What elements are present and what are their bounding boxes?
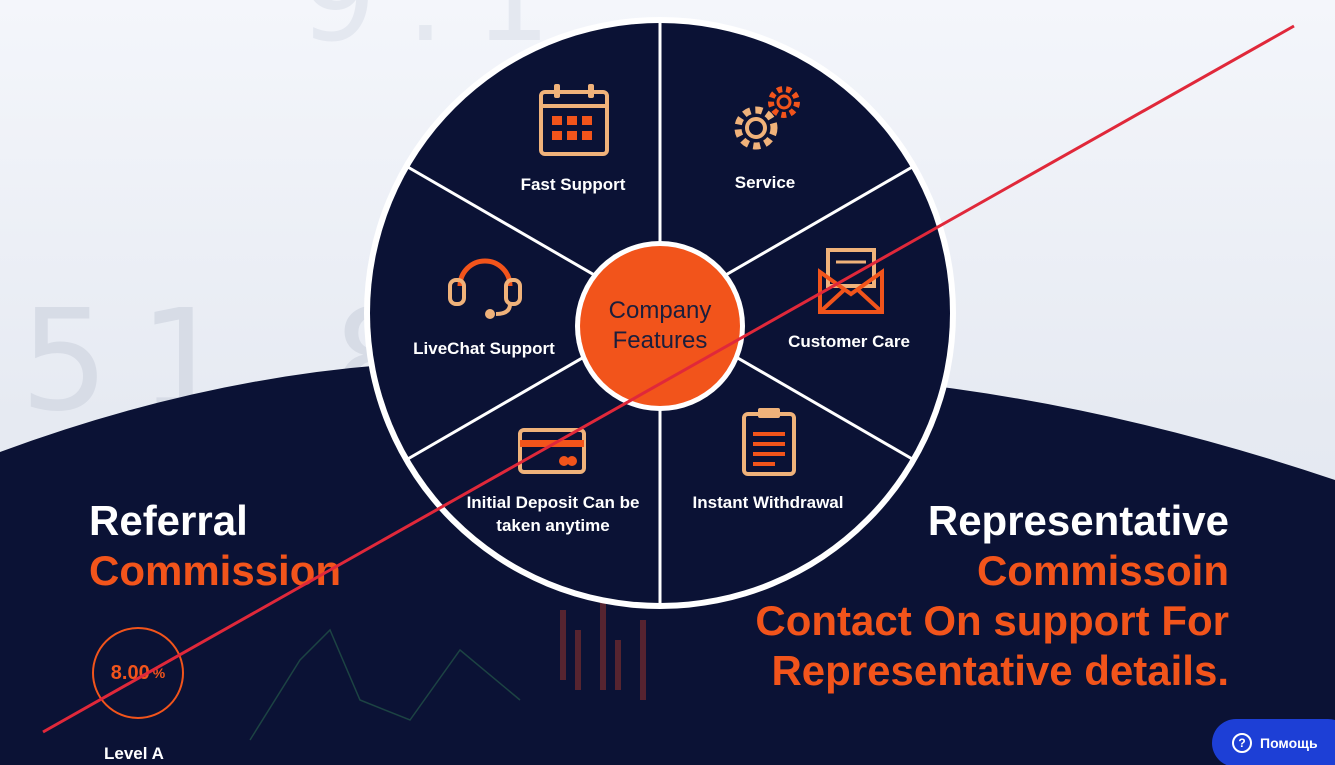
segment-label-initial-deposit: Initial Deposit Can be taken anytime: [466, 493, 640, 535]
gears-icon: [734, 86, 800, 150]
credit-card-icon: [518, 428, 586, 474]
clipboard-icon: [742, 408, 796, 476]
referral-rate-unit: %: [152, 665, 166, 681]
segment-label-livechat-support: LiveChat Support: [413, 339, 555, 358]
envelope-icon: [818, 248, 884, 314]
calendar-icon: [539, 84, 609, 156]
question-icon: ?: [1232, 733, 1252, 753]
representative-line-1: Commissoin: [976, 547, 1229, 594]
representative-title: Representative: [927, 497, 1229, 544]
headset-icon: [448, 258, 522, 319]
help-chat-button[interactable]: ? Помощь: [1212, 719, 1335, 765]
representative-line-2: Contact On support For: [755, 597, 1229, 644]
referral-rate-ring: 8.00%: [92, 627, 184, 719]
help-button-label: Помощь: [1260, 735, 1318, 751]
representative-line-3: Representative details.: [771, 647, 1229, 694]
segment-label-service: Service: [734, 173, 796, 192]
referral-heading: Referral Commission: [89, 496, 341, 596]
referral-subtitle: Commission: [89, 547, 342, 594]
segment-label-fast-support: Fast Support: [520, 175, 626, 194]
wheel-center-title: Company Features: [608, 297, 712, 354]
referral-level-label: Level A: [104, 744, 164, 763]
segment-label-customer-care: Customer Care: [788, 332, 910, 351]
referral-rate-value: 8.00: [110, 661, 150, 684]
representative-heading: Representative Commissoin Contact On sup…: [755, 496, 1229, 696]
referral-title: Referral: [89, 497, 248, 544]
